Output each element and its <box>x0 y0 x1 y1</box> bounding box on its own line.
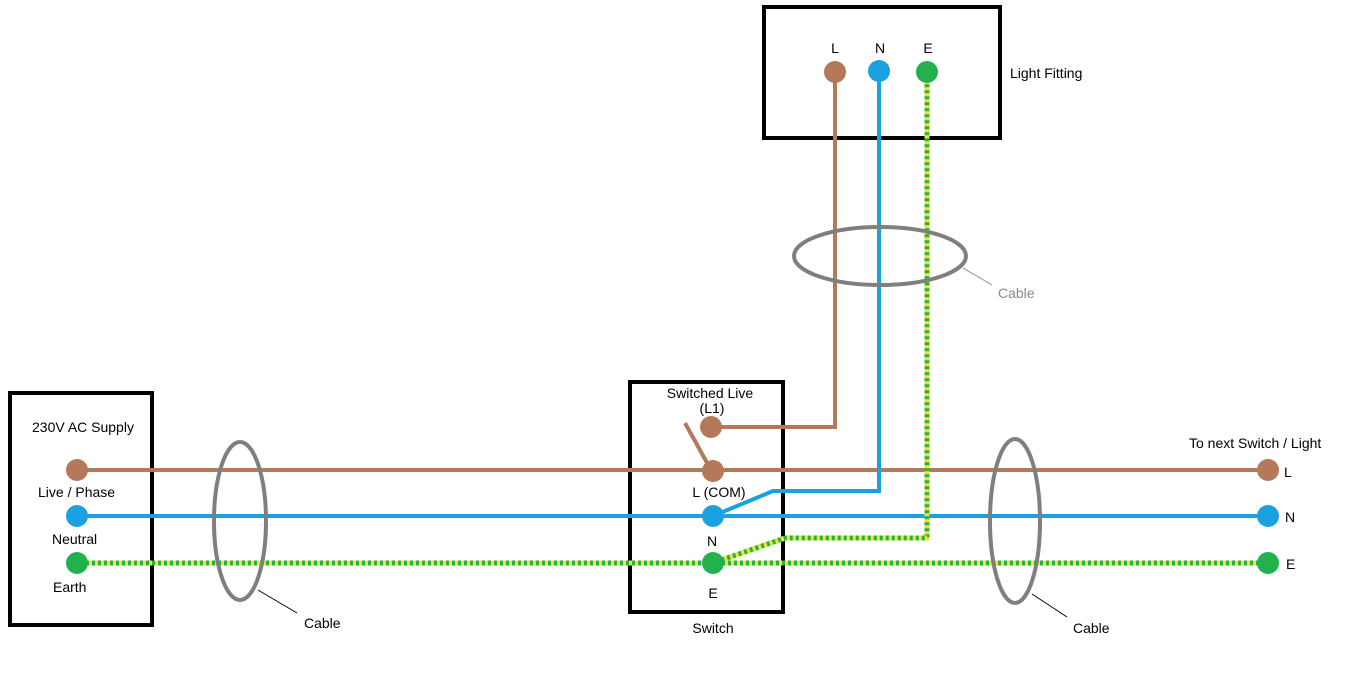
supply-neutral-terminal <box>66 505 88 527</box>
cable-ring-left <box>212 440 268 602</box>
next-e-label: E <box>1286 556 1295 572</box>
switch-e-label: E <box>708 585 717 601</box>
light-fitting-box <box>762 5 1002 140</box>
next-neutral-terminal <box>1257 505 1279 527</box>
earth-to-light-wire <box>712 72 930 566</box>
earth-wires <box>77 72 1268 566</box>
light-l-label: L <box>831 40 839 56</box>
neutral-to-light-wire <box>712 72 881 518</box>
neutral-wires <box>77 72 1268 518</box>
supply-live-label: Live / Phase <box>38 484 115 500</box>
supply-box <box>8 391 154 627</box>
switch-title: Switch <box>692 620 733 636</box>
next-title: To next Switch / Light <box>1189 435 1321 451</box>
light-title: Light Fitting <box>1010 65 1082 81</box>
supply-neutral-label: Neutral <box>52 531 97 547</box>
switch-box <box>628 380 785 614</box>
switch-l1-terminal <box>700 416 722 438</box>
light-earth-terminal <box>916 61 938 83</box>
cable-leader-right <box>1031 593 1068 618</box>
supply-title: 230V AC Supply <box>32 419 134 435</box>
light-live-terminal <box>824 61 846 83</box>
light-e-label: E <box>923 40 932 56</box>
switch-com-label: L (COM) <box>692 484 745 500</box>
supply-live-terminal <box>66 459 88 481</box>
switch-earth-terminal <box>702 552 724 574</box>
cable-ring-right <box>988 437 1042 605</box>
switched-live-wire <box>711 72 837 429</box>
supply-earth-label: Earth <box>53 579 86 595</box>
switch-switched-live-label: Switched Live <box>667 385 754 401</box>
cable-rings <box>212 225 1042 605</box>
light-neutral-terminal <box>868 60 890 82</box>
next-earth-terminal <box>1257 552 1279 574</box>
cable-label-right: Cable <box>1073 620 1110 636</box>
switch-n-label: N <box>707 533 717 549</box>
cable-ring-top <box>792 225 968 287</box>
next-live-terminal <box>1257 459 1279 481</box>
cable-label-left: Cable <box>304 615 341 631</box>
live-wires <box>77 72 1268 472</box>
light-n-label: N <box>875 40 885 56</box>
next-n-label: N <box>1285 509 1295 525</box>
switch-neutral-terminal <box>702 505 724 527</box>
cable-leader-top <box>962 267 993 286</box>
switch-l1-label: (L1) <box>700 400 725 416</box>
cable-label-top: Cable <box>998 285 1035 301</box>
supply-earth-terminal <box>66 552 88 574</box>
next-l-label: L <box>1284 464 1292 480</box>
switch-com-terminal <box>702 460 724 482</box>
cable-leader-left <box>257 589 298 614</box>
